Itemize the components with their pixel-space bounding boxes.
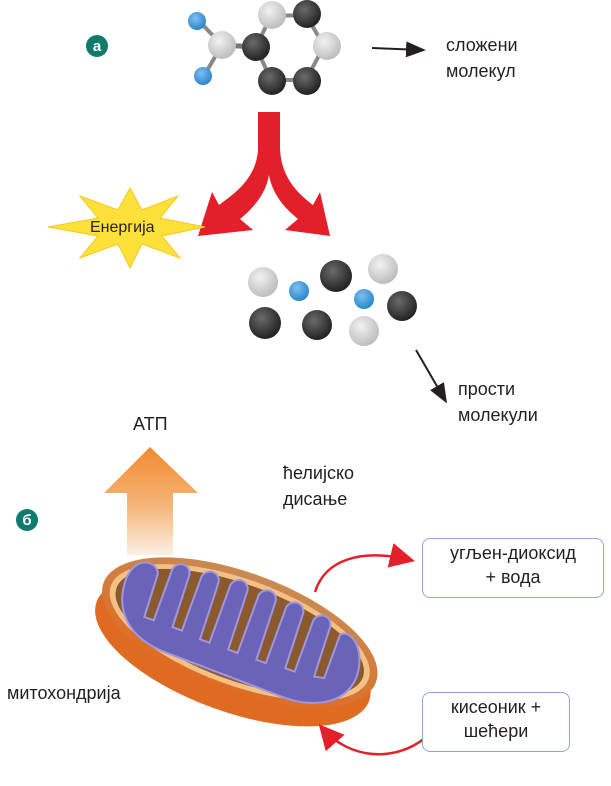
input-box-line1: кисеоник + [450,697,542,717]
atom-dark [293,0,321,28]
atom-dark [302,310,332,340]
atom-blue [194,67,212,85]
input-box: кисеоник + шећери [422,692,570,752]
atom-blue [354,289,374,309]
atom-light [349,316,379,346]
process-label-line2: дисање [283,489,348,509]
atp-label: АТП [133,414,168,434]
simple-molecules-label-line2: молекули [458,405,538,425]
complex-molecule [188,0,341,95]
output-arrow [313,543,415,593]
output-box-line1: угљен-диоксид [449,543,577,563]
process-label-line1: ћелијско [283,463,355,483]
split-arrow [198,112,330,236]
atom-light [313,32,341,60]
atom-light [368,254,398,284]
panel-a-badge: а [86,35,108,57]
atom-dark [387,291,417,321]
atom-blue [289,281,309,301]
atom-dark [249,307,281,339]
atom-light [258,1,286,29]
pointer-arrow-simple [415,349,448,404]
complex-molecule-label-line2: молекул [446,61,516,81]
atom-dark [242,33,270,61]
panel-b-badge: б [16,509,38,531]
complex-molecule-label: сложени молекул [446,32,518,84]
output-box: угљен-диоксид + вода [422,538,604,598]
cristae [121,561,361,704]
input-box-line2: шећери [463,721,529,741]
atom-light [248,267,278,297]
atom-dark [258,67,286,95]
mitochondrion [95,557,378,727]
simple-molecules [248,254,417,346]
atom-dark [293,67,321,95]
mitochondrion-label: митохондрија [7,683,121,703]
pointer-arrow-complex [371,41,426,58]
simple-molecules-label-line1: прости [458,379,516,399]
input-arrow [318,724,426,756]
atom-blue [188,12,206,30]
process-label: ћелијско дисање [283,460,354,512]
energy-label: Енергија [90,219,155,236]
energy-star [47,186,206,270]
atom-dark [320,260,352,292]
atp-arrow [104,447,198,555]
atom-light [208,31,236,59]
output-box-line2: + вода [485,567,541,587]
simple-molecules-label: прости молекули [458,376,538,428]
complex-molecule-label-line1: сложени [446,35,518,55]
